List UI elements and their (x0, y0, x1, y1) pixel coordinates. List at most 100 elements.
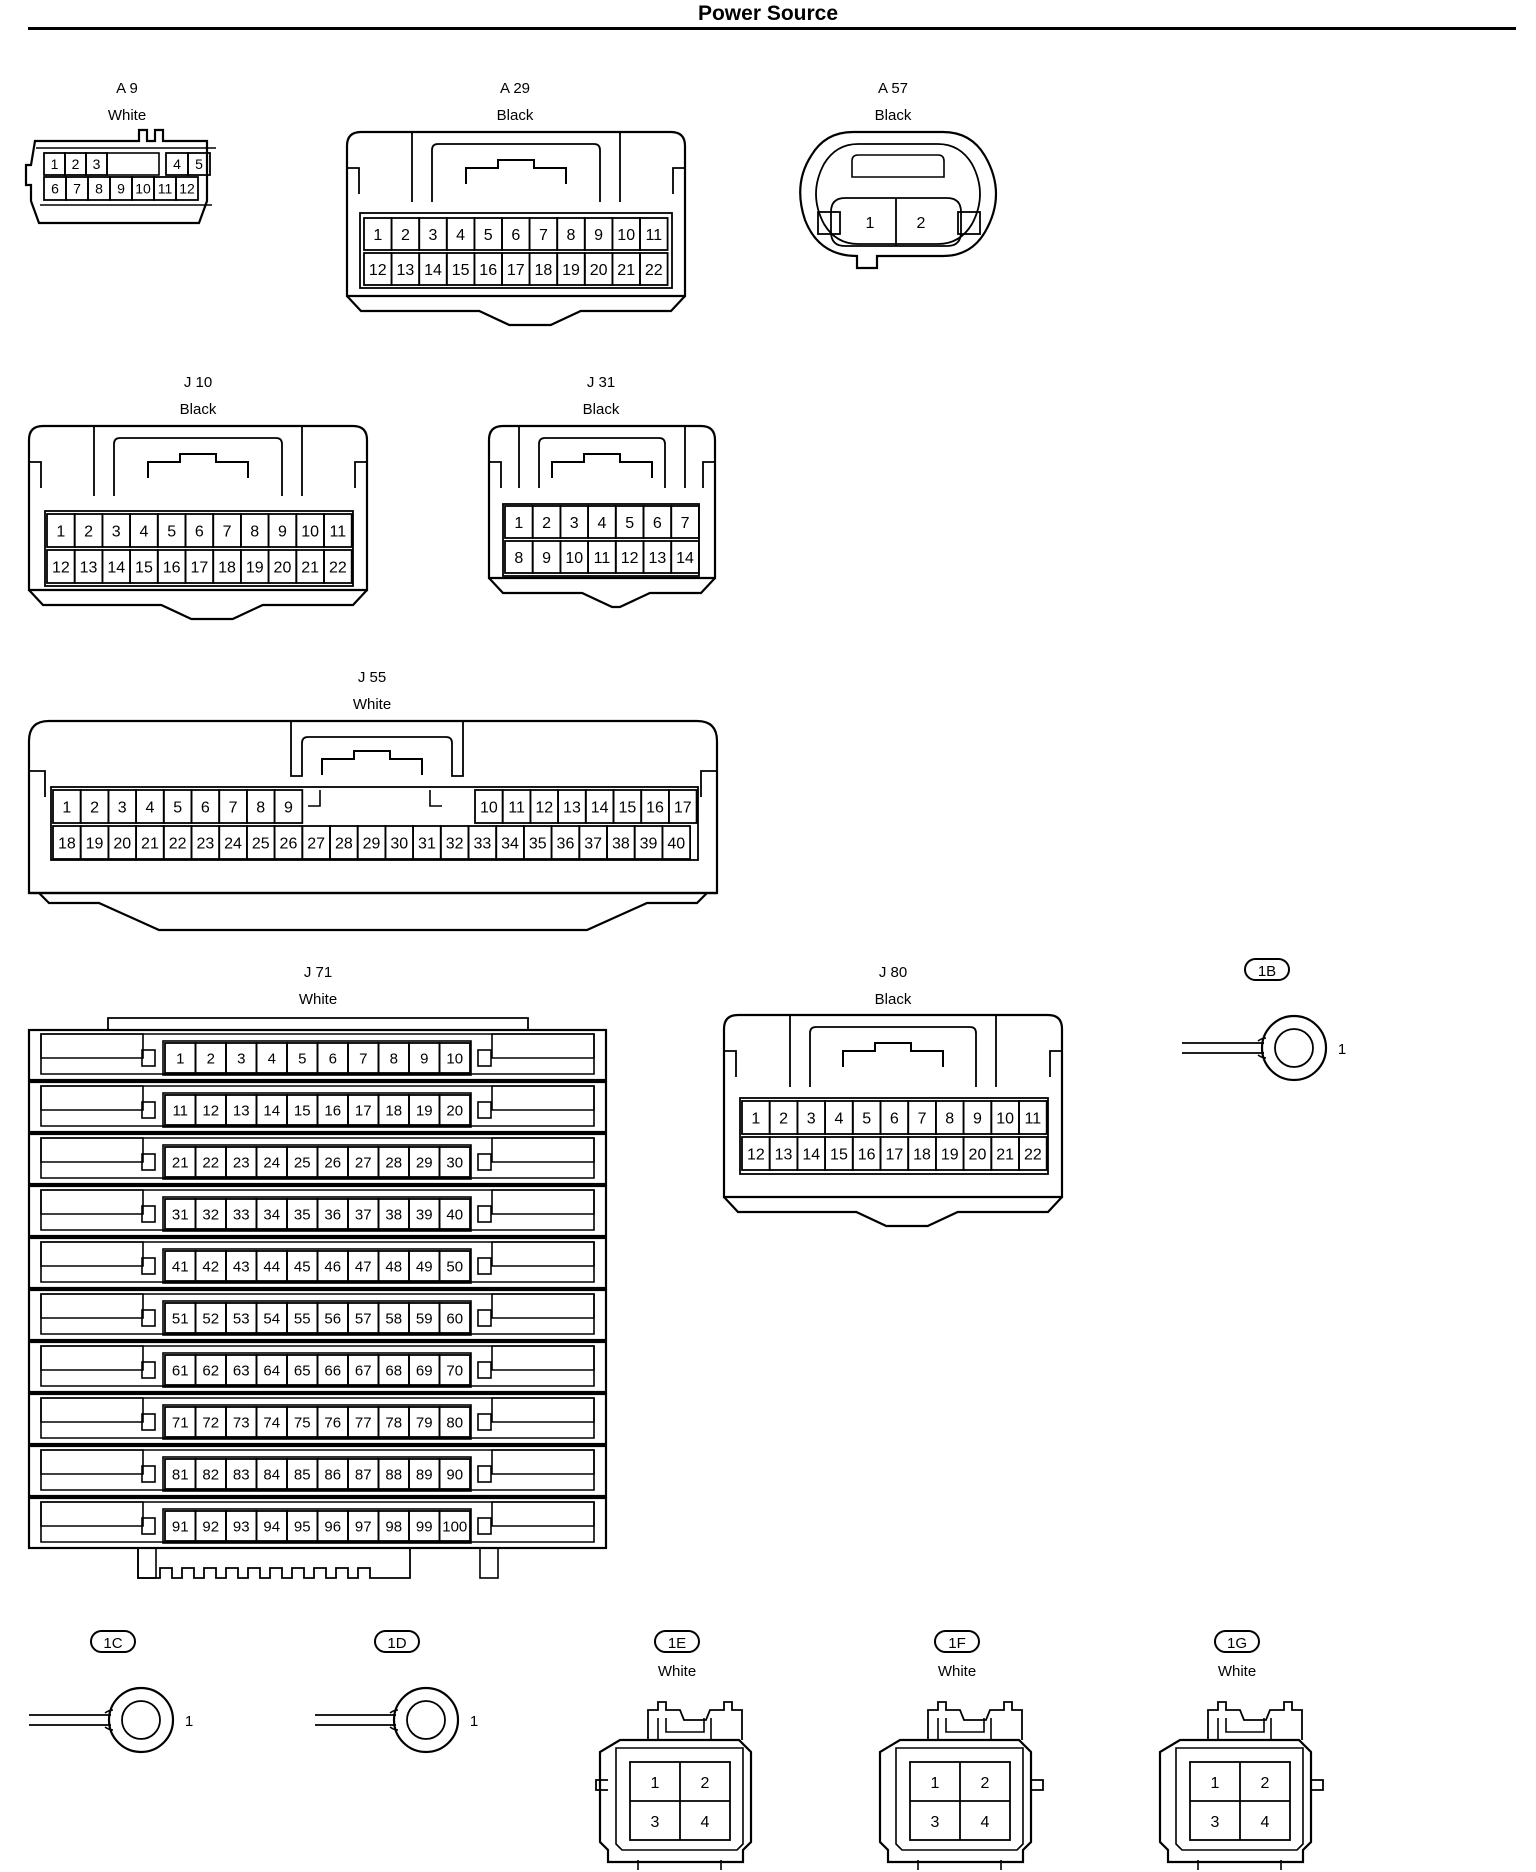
pin-number: 22 (169, 835, 187, 852)
pin-number: 39 (640, 835, 658, 852)
pin-number: 9 (542, 550, 551, 567)
pin-number: 29 (363, 835, 381, 852)
pin-number: 1 (866, 215, 875, 232)
pin-number: 11 (645, 227, 662, 244)
pin-number: 36 (557, 835, 575, 852)
pin-number: 2 (401, 227, 410, 244)
pin-number: 13 (233, 1102, 250, 1119)
pin-number: 9 (973, 1110, 982, 1127)
pin-number: 4 (1261, 1814, 1270, 1831)
pin-number: 14 (263, 1102, 280, 1119)
pin-number: 9 (420, 1050, 428, 1067)
connector-id: J 80 (879, 964, 907, 981)
pin-number: 70 (446, 1362, 463, 1379)
pin-number: 9 (594, 227, 603, 244)
pin-number: 27 (355, 1154, 372, 1171)
connector-color: White (299, 991, 337, 1008)
pin-number: 18 (58, 835, 76, 852)
pin-number: 4 (981, 1814, 990, 1831)
pin-number: 100 (442, 1518, 467, 1535)
page-title: Power Source (697, 2, 839, 25)
connector-color: Black (180, 401, 217, 418)
pin-number: 79 (416, 1414, 433, 1431)
pin-number: 57 (355, 1310, 372, 1327)
connector-id: 1C (103, 1635, 122, 1652)
pin-number: 1 (176, 1050, 184, 1067)
pin-number: 20 (113, 835, 131, 852)
pin-number: 4 (139, 523, 148, 540)
pin-cell (639, 217, 669, 251)
pin-number: 17 (190, 559, 208, 576)
pin-number: 40 (667, 835, 685, 852)
connector-color: White (108, 107, 146, 124)
pin-number: 14 (676, 550, 694, 567)
pin-number: 35 (529, 835, 547, 852)
connector-color: Black (875, 107, 912, 124)
pin-number: 51 (172, 1310, 189, 1327)
pin-number: 15 (294, 1102, 311, 1119)
pin-number: 35 (294, 1206, 311, 1223)
pin-number: 4 (701, 1814, 710, 1831)
pin-number: 50 (446, 1258, 463, 1275)
pin-number: 12 (202, 1102, 219, 1119)
pin-number: 18 (535, 262, 553, 279)
pin-number: 11 (330, 523, 347, 540)
pin-number: 16 (324, 1102, 341, 1119)
pin-number: 53 (233, 1310, 250, 1327)
pin-number: 14 (424, 262, 442, 279)
pin-number: 18 (385, 1102, 402, 1119)
pin-number: 6 (51, 181, 59, 197)
pin-number: 1 (651, 1775, 660, 1792)
pin-number: 49 (416, 1258, 433, 1275)
pin-number: 1 (56, 523, 65, 540)
pin-number: 5 (484, 227, 493, 244)
pin-number: 16 (479, 262, 497, 279)
pin-number: 63 (233, 1362, 250, 1379)
pin-number: 10 (135, 181, 151, 197)
pin-number: 2 (1261, 1775, 1270, 1792)
pin-number: 1 (514, 515, 523, 532)
pin-number: 37 (355, 1206, 372, 1223)
pin-number: 25 (294, 1154, 311, 1171)
pin-number: 15 (135, 559, 153, 576)
connector-color: Black (497, 107, 534, 124)
pin-number: 4 (456, 227, 465, 244)
connector-id: 1F (948, 1635, 966, 1652)
pin-number: 32 (446, 835, 464, 852)
pin-number: 16 (646, 799, 664, 816)
pin-number: 31 (172, 1206, 189, 1223)
pin-number: 13 (80, 559, 98, 576)
pin-number: 1 (51, 156, 59, 172)
pin-number: 3 (651, 1814, 660, 1831)
pin-number: 19 (562, 262, 580, 279)
pin-number: 95 (294, 1518, 311, 1535)
pin-number: 75 (294, 1414, 311, 1431)
pin-number: 3 (112, 523, 121, 540)
pin-number: 31 (418, 835, 436, 852)
connector-color: Black (583, 401, 620, 418)
pin-number: 1 (470, 1713, 478, 1730)
pin-number: 14 (107, 559, 125, 576)
pin-number: 6 (511, 227, 520, 244)
connector-id: J 10 (184, 374, 212, 391)
pin-cell (438, 1042, 471, 1074)
pin-number: 12 (179, 181, 195, 197)
pin-number: 26 (280, 835, 298, 852)
pin-cell (1018, 1100, 1048, 1135)
pin-number: 86 (324, 1466, 341, 1483)
pin-number: 32 (202, 1206, 219, 1223)
pin-number: 17 (885, 1146, 903, 1163)
pin-number: 8 (250, 523, 259, 540)
connector-color: White (658, 1663, 696, 1680)
pin-number: 12 (747, 1146, 765, 1163)
pin-number: 13 (775, 1146, 793, 1163)
pin-number: 29 (416, 1154, 433, 1171)
pin-number: 93 (233, 1518, 250, 1535)
pin-number: 43 (233, 1258, 250, 1275)
